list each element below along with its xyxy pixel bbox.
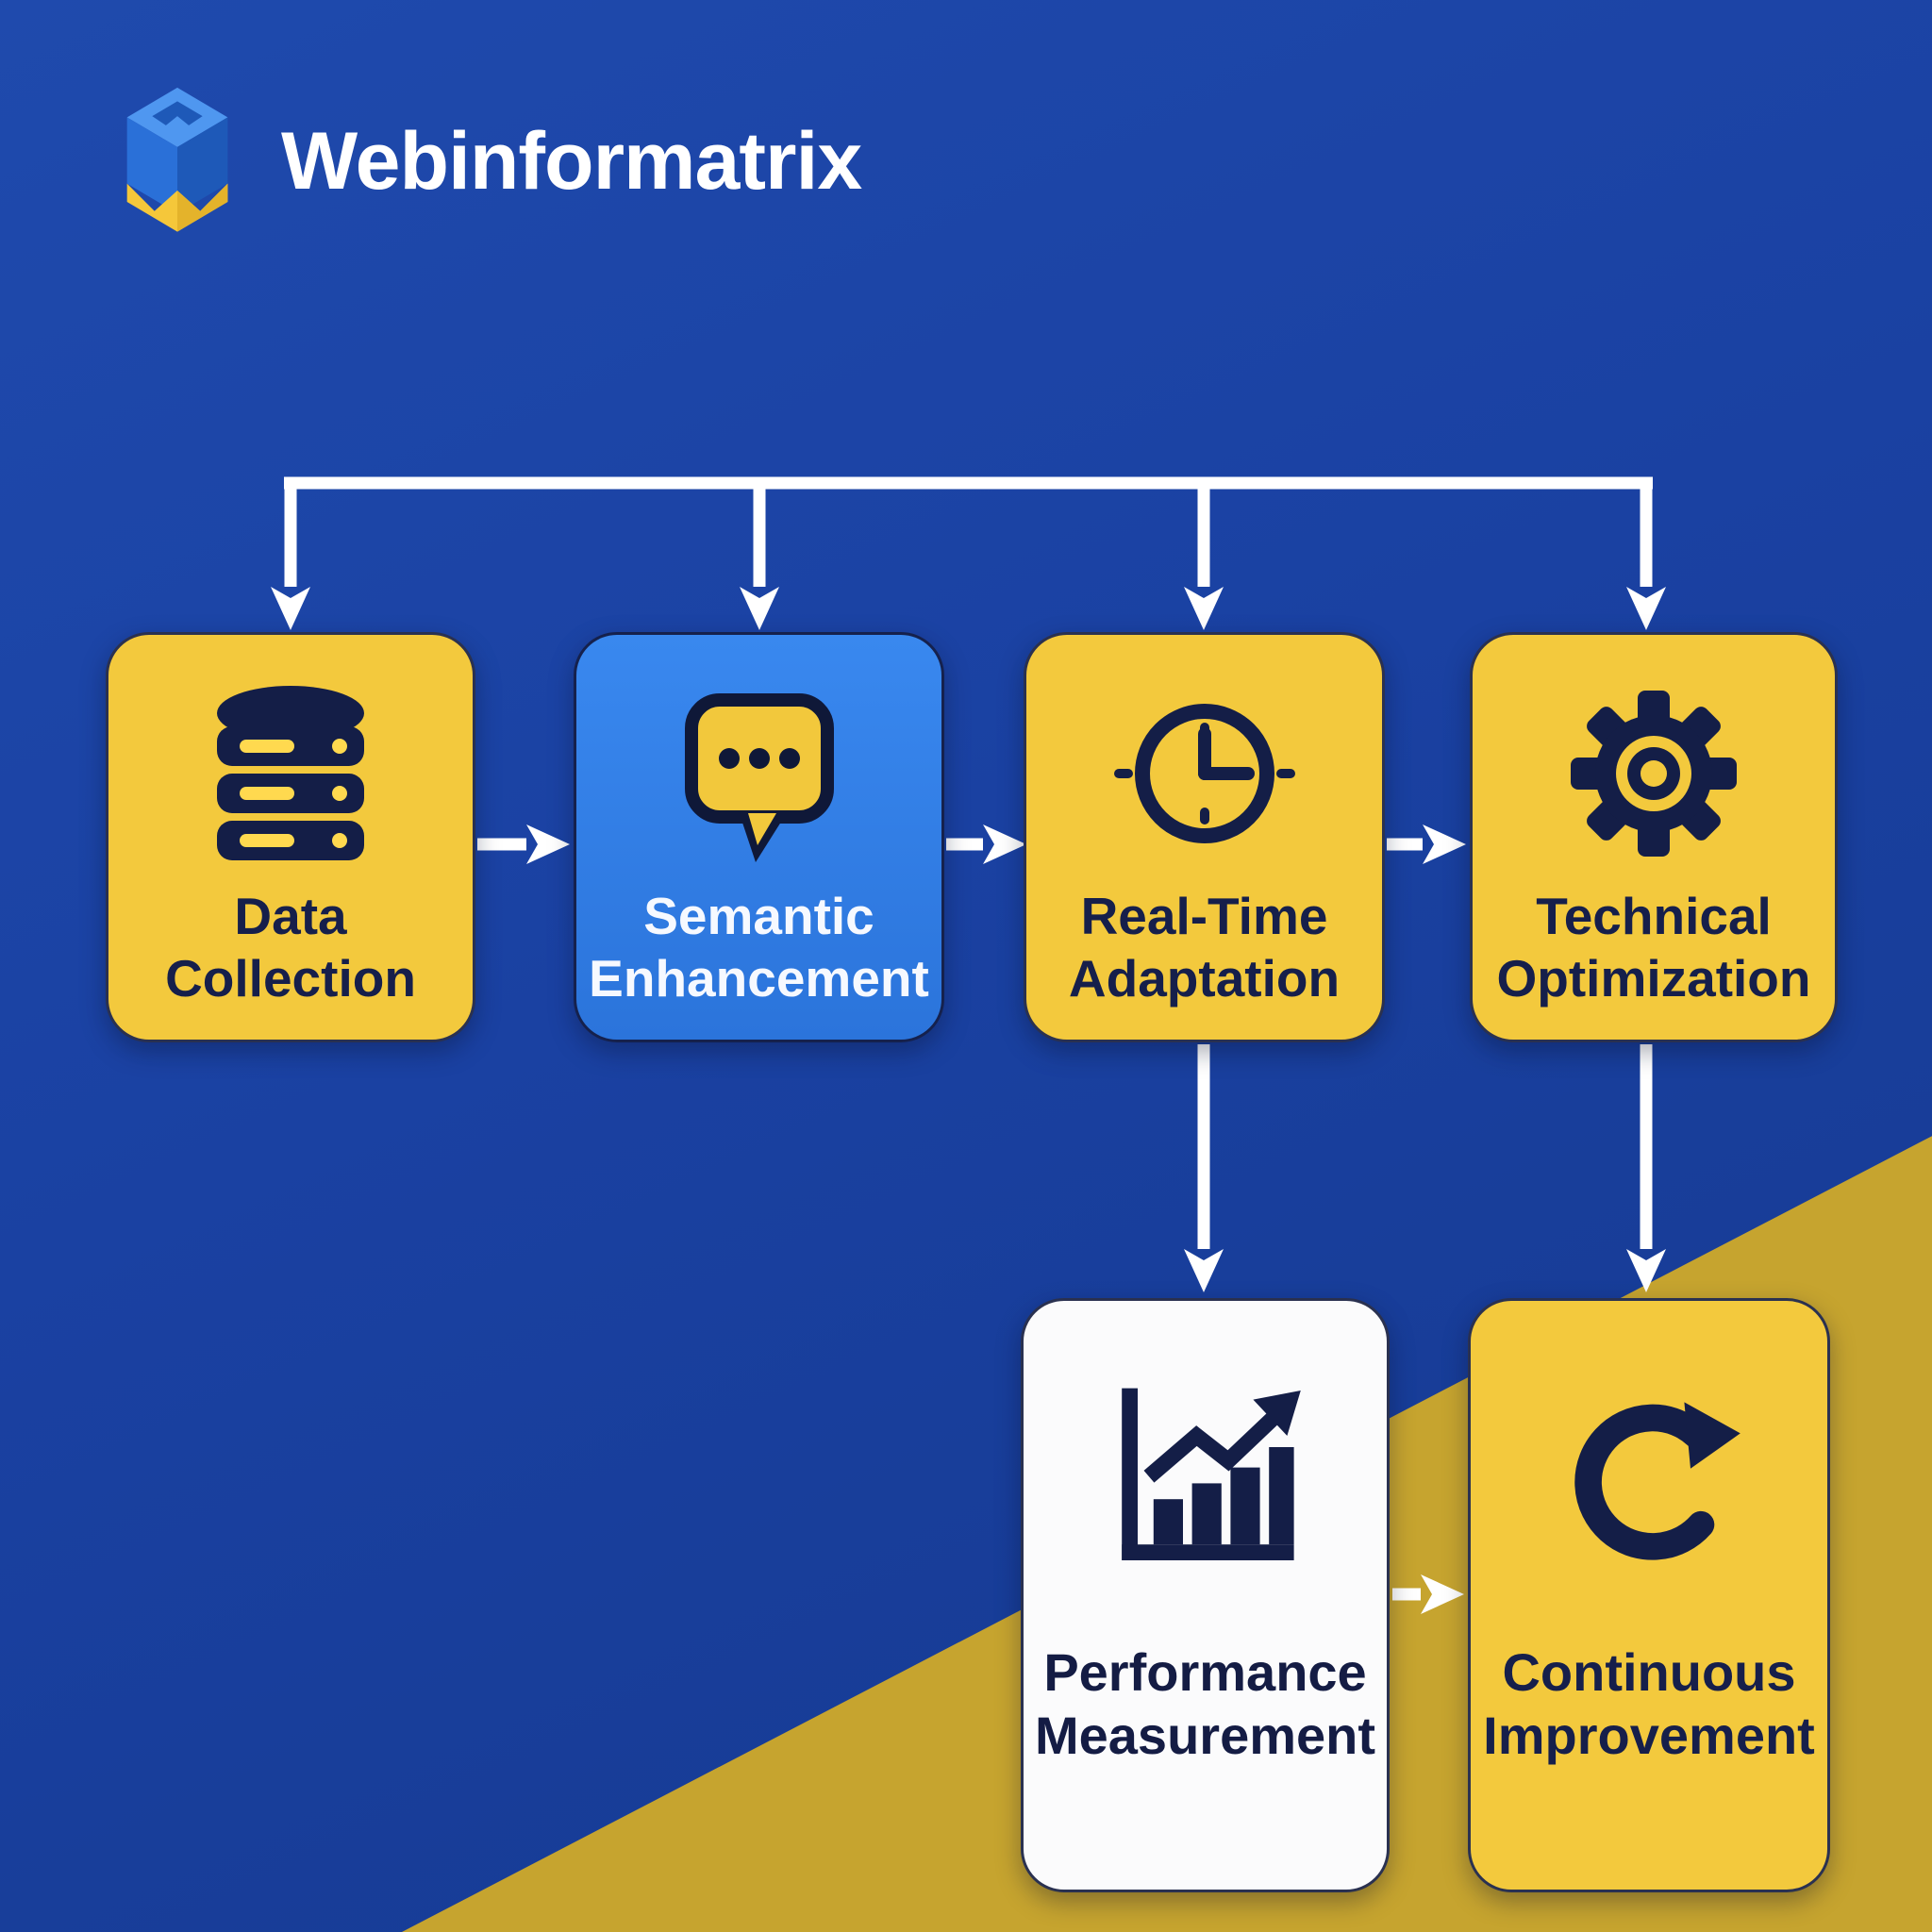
database-icon [194, 676, 388, 870]
chat-bubble-icon [662, 676, 856, 870]
cube-m-logo-icon [126, 87, 228, 232]
brand-logo: Webinformatrix [106, 83, 862, 234]
brand-name: Webinformatrix [281, 115, 862, 207]
flow-box-continuous-improvement: Continuous Improvement [1468, 1298, 1830, 1892]
flow-box-label: Data Collection [165, 887, 416, 1008]
flow-box-real-time-adaptation: Real-Time Adaptation [1024, 632, 1385, 1042]
refresh-icon [1531, 1363, 1767, 1599]
flow-box-label: Semantic Enhancement [589, 887, 929, 1008]
flow-box-label: Continuous Improvement [1483, 1642, 1815, 1766]
flow-box-technical-optimization: Technical Optimization [1470, 632, 1838, 1042]
flow-box-label: Real-Time Adaptation [1068, 887, 1341, 1008]
flow-box-label: Performance Measurement [1034, 1642, 1376, 1766]
flow-box-performance-measurement: Performance Measurement [1021, 1298, 1390, 1892]
clock-icon [1108, 676, 1301, 870]
flow-box-semantic-enhancement: Semantic Enhancement [574, 632, 944, 1042]
flow-box-label: Technical Optimization [1496, 887, 1811, 1008]
gear-icon [1557, 676, 1751, 870]
flow-box-data-collection: Data Collection [106, 632, 475, 1042]
bar-chart-icon [1088, 1363, 1324, 1599]
